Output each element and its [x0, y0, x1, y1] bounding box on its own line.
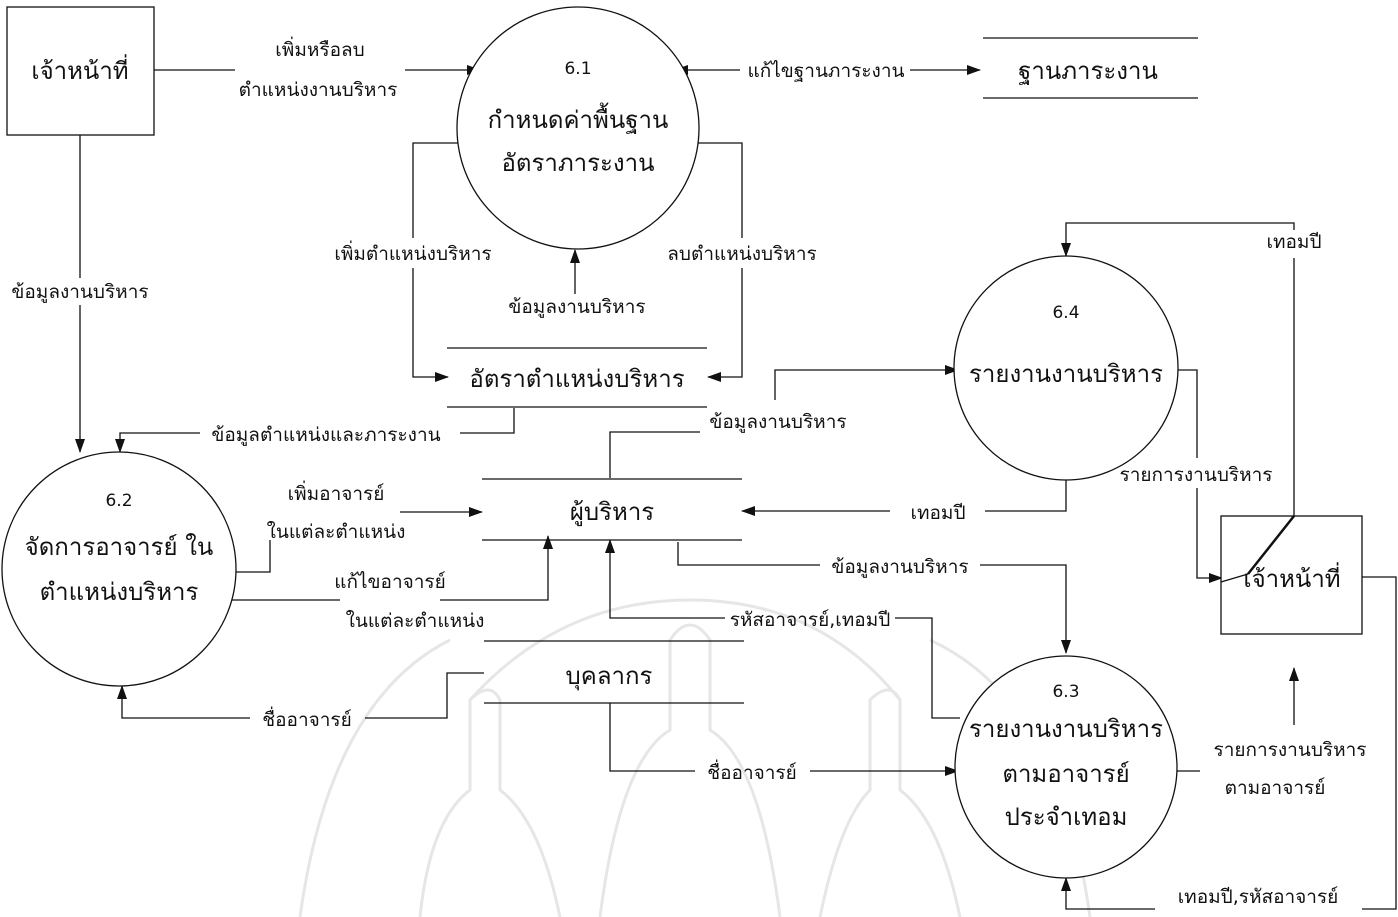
staff-top-label: เจ้าหน้าที่ — [31, 54, 128, 85]
label-term-teacher-id-bottom: เทอมปี,รหัสอาจารย์ — [1178, 886, 1339, 908]
external-entity-staff-top: เจ้าหน้าที่ — [6, 6, 155, 136]
datastore-executives: ผู้บริหาร — [482, 478, 742, 541]
label-edit-teacher-line2: ในแต่ละตำแหน่ง — [346, 610, 485, 632]
flow-term-year-to-executives — [742, 480, 1067, 511]
flow-teacher-name-to-63 — [609, 703, 958, 771]
label-teacher-id-term: รหัสอาจารย์,เทอมปี — [730, 609, 891, 631]
process-6-2: 6.2 จัดการอาจารย์ ใน ตำแหน่งบริหาร — [1, 451, 237, 687]
flow-teacher-id-term — [610, 540, 960, 719]
label-add-delete-line1: เพิ่มหรือลบ — [275, 36, 364, 61]
flow-position-workload-data — [120, 408, 515, 452]
datastore-personnel: บุคลากร — [484, 640, 744, 704]
process-6-1-number: 6.1 — [564, 59, 591, 79]
staff-right-label: เจ้าหน้าที่ — [1243, 562, 1340, 593]
flow-admin-work-data-to-64 — [609, 370, 958, 478]
process-6-2-title-line1: จัดการอาจารย์ ใน — [25, 533, 214, 561]
process-6-4-number: 6.4 — [1052, 303, 1079, 323]
process-6-1-title-line1: กำหนดค่าพื้นฐาน — [488, 102, 669, 134]
datastore-workload-base-label: ฐานภาระงาน — [1018, 57, 1158, 85]
label-admin-work-data-to-63: ข้อมูลงานบริหาร — [831, 556, 968, 578]
label-admin-list-by-teacher-line1: รายการงานบริหาร — [1214, 739, 1367, 761]
label-admin-work-data-left: ข้อมูลงานบริหาร — [11, 281, 148, 303]
flow-add-admin-position — [412, 142, 458, 377]
flow-admin-work-data-to-63 — [677, 542, 1066, 653]
process-6-2-title-line2: ตำแหน่งบริหาร — [40, 578, 199, 606]
process-6-3: 6.3 รายงานงานบริหาร ตามอาจารย์ ประจำเทอม — [954, 655, 1178, 879]
label-term-year-to-executives: เทอมปี — [910, 502, 965, 524]
label-teacher-name-to-63: ชื่ออาจารย์ — [707, 759, 797, 784]
label-admin-list: รายการงานบริหาร — [1120, 464, 1273, 486]
label-term-year-top: เทอมปี — [1266, 231, 1321, 253]
external-entity-staff-right: เจ้าหน้าที่ — [1220, 515, 1363, 635]
label-admin-list-by-teacher-line2: ตามอาจารย์ — [1225, 777, 1326, 799]
datastore-admin-rate-label: อัตราตำแหน่งบริหาร — [469, 365, 684, 393]
label-teacher-name-to-62: ชื่ออาจารย์ — [262, 706, 352, 731]
label-edit-workload-base: แก้ไขฐานภาระงาน — [748, 60, 905, 82]
process-6-2-number: 6.2 — [105, 491, 132, 511]
label-admin-work-data-to-61: ข้อมูลงานบริหาร — [508, 296, 645, 318]
process-6-4-title-line1: รายงานงานบริหาร — [969, 360, 1163, 388]
process-6-3-title-line1: รายงานงานบริหาร — [969, 715, 1163, 743]
label-add-teacher-line1: เพิ่มอาจารย์ — [288, 480, 385, 505]
process-6-3-title-line2: ตามอาจารย์ — [1002, 760, 1129, 788]
flow-teacher-name-to-62 — [122, 673, 484, 719]
flow-add-teacher — [232, 512, 482, 573]
process-6-1-title-line2: อัตราภาระงาน — [501, 149, 654, 177]
label-position-workload-data: ข้อมูลตำแหน่งและภาระงาน — [211, 424, 440, 446]
datastore-executives-label: ผู้บริหาร — [570, 498, 654, 527]
label-add-teacher-line2: ในแต่ละตำแหน่ง — [267, 521, 406, 543]
flow-edit-teacher — [232, 536, 548, 601]
process-6-1: 6.1 กำหนดค่าพื้นฐาน อัตราภาระงาน — [456, 6, 700, 250]
label-add-admin-position: เพิ่มตำแหน่งบริหาร — [334, 240, 491, 265]
process-6-3-number: 6.3 — [1052, 682, 1079, 702]
label-delete-admin-position: ลบตำแหน่งบริหาร — [667, 243, 816, 265]
datastore-admin-rate: อัตราตำแหน่งบริหาร — [447, 347, 707, 408]
datastore-personnel-label: บุคลากร — [566, 662, 653, 691]
flow-term-year-to-64 — [1066, 222, 1295, 516]
label-admin-work-data-to-64: ข้อมูลงานบริหาร — [709, 411, 846, 433]
label-edit-teacher-line1: แก้ไขอาจารย์ — [334, 571, 446, 593]
label-add-delete-line2: ตำแหน่งงานบริหาร — [239, 79, 398, 101]
process-6-3-title-line3: ประจำเทอม — [1005, 803, 1128, 831]
datastore-workload-base: ฐานภาระงาน — [983, 37, 1198, 99]
flow-admin-list — [1172, 369, 1222, 578]
flow-term-teacher-id — [1066, 576, 1397, 910]
flow-delete-admin-position — [696, 142, 743, 377]
process-6-4: 6.4 รายงานงานบริหาร — [953, 255, 1179, 481]
